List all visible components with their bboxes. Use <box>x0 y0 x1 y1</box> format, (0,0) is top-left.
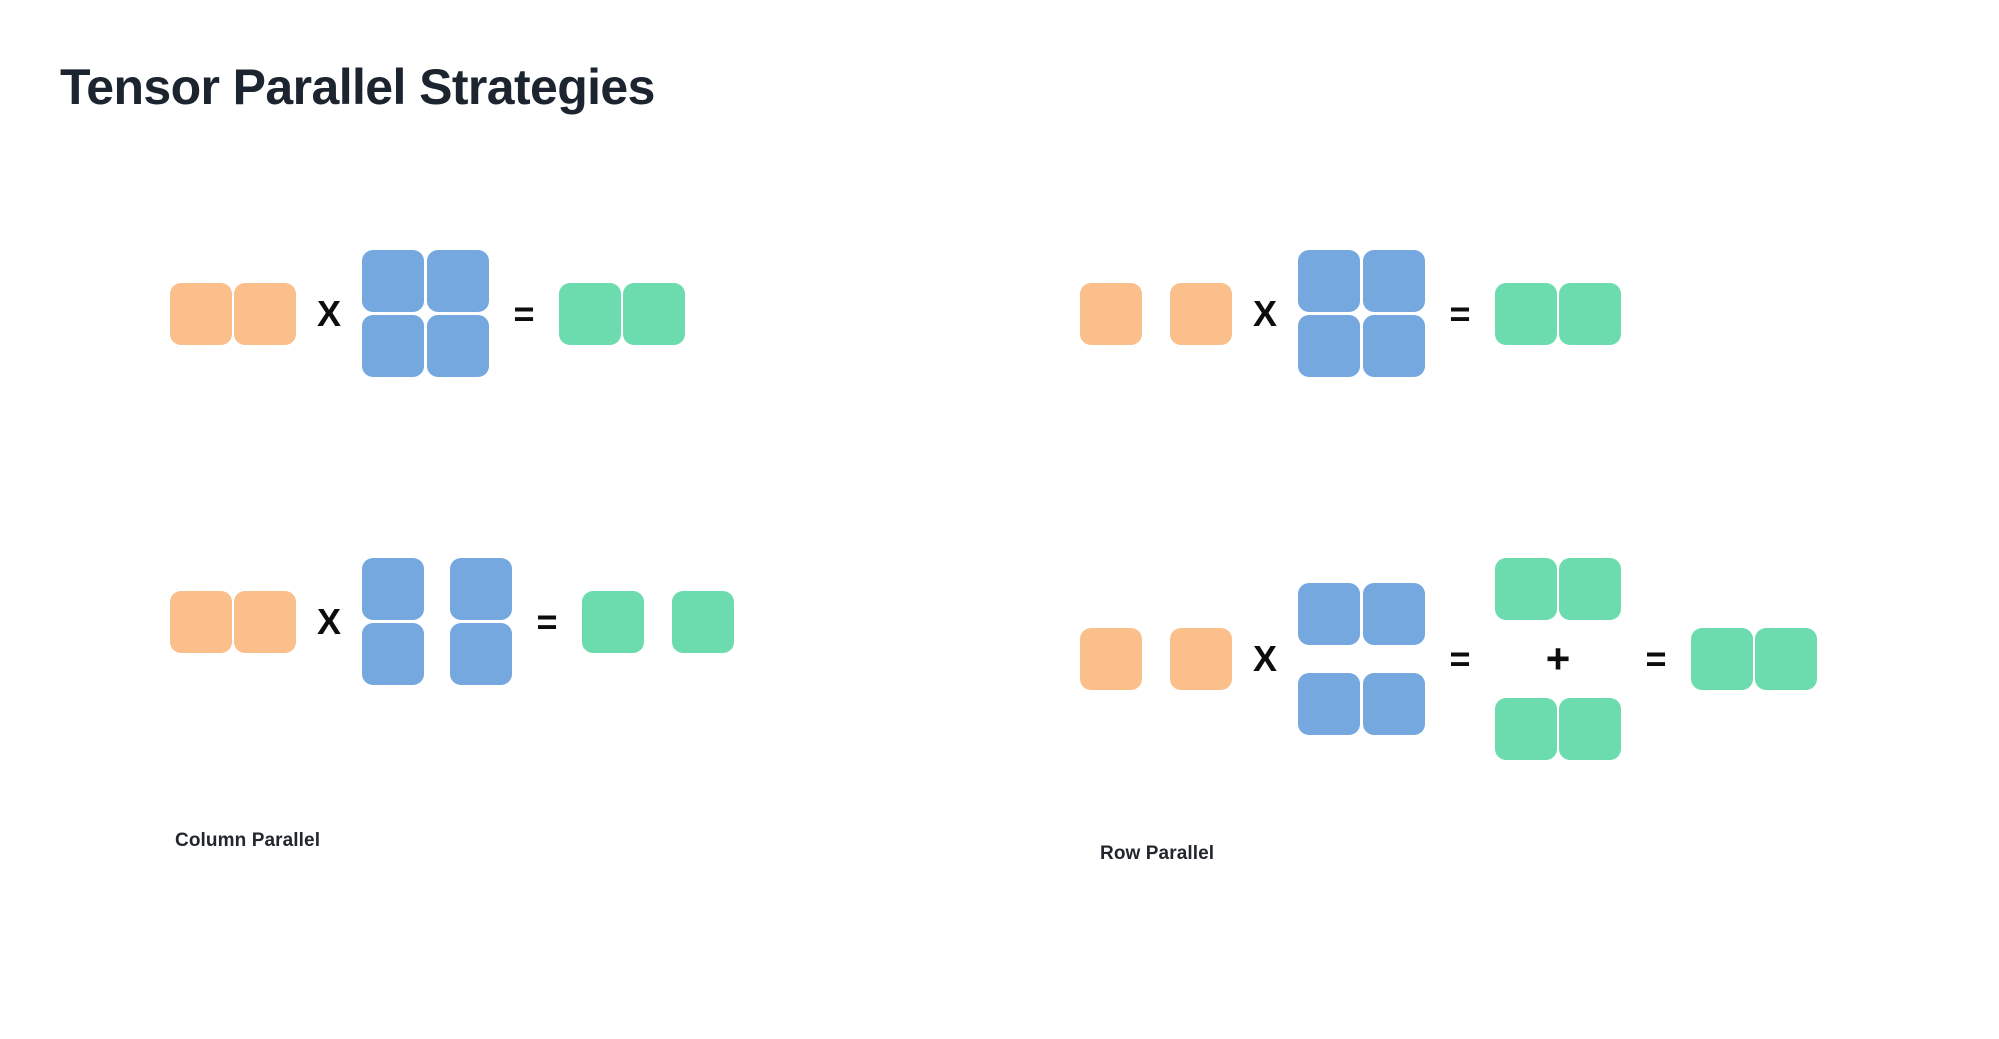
matrix-cell <box>1559 282 1621 345</box>
operator-equals: = <box>1645 638 1667 679</box>
matrix-cell <box>362 315 424 377</box>
matrix-cell <box>1170 628 1232 690</box>
matrix-cell <box>623 282 685 345</box>
operator-multiply: X <box>1252 292 1277 334</box>
operator-multiply: X <box>316 600 341 642</box>
operator-multiply: X <box>316 292 341 334</box>
matrix-cell <box>1495 558 1557 620</box>
matrix-weight-row-sharded <box>1298 583 1425 735</box>
matrix-output-activations <box>1495 282 1621 345</box>
matrix-cell <box>1080 628 1142 690</box>
matrix-cell <box>1559 698 1621 760</box>
matrix-cell <box>450 558 512 620</box>
equation-column-parallel-sharded: X = <box>170 558 734 685</box>
matrix-input-row-sharded <box>1080 282 1232 345</box>
matrix-cell <box>1363 673 1425 735</box>
matrix-weight-column-sharded <box>362 558 512 685</box>
matrix-cell <box>1298 315 1360 377</box>
matrix-cell <box>1559 558 1621 620</box>
panel-label-row-parallel: Row Parallel <box>1100 843 1215 864</box>
equation-row-parallel-sharded: X = + = <box>1080 558 1817 760</box>
operator-plus: + <box>1545 635 1571 682</box>
matrix-cell <box>1691 628 1753 690</box>
partial-sums-group: + <box>1495 558 1621 760</box>
matrix-partial-output-1 <box>1495 698 1621 760</box>
matrix-cell <box>362 250 424 312</box>
matrix-cell <box>1363 315 1425 377</box>
matrix-cell <box>170 590 232 653</box>
matrix-cell <box>1298 673 1360 735</box>
matrix-cell <box>582 590 644 653</box>
matrix-cell <box>170 282 232 345</box>
panel-label-column-parallel: Column Parallel <box>175 830 321 851</box>
matrix-weight <box>362 250 489 377</box>
matrix-cell <box>1495 698 1557 760</box>
matrix-cell <box>362 558 424 620</box>
operator-equals: = <box>536 600 558 642</box>
page-title: Tensor Parallel Strategies <box>60 59 655 115</box>
matrix-input-row-sharded <box>1080 628 1232 690</box>
matrix-cell <box>362 623 424 685</box>
matrix-cell <box>1755 628 1817 690</box>
operator-multiply: X <box>1252 638 1277 679</box>
matrix-input-activations <box>170 590 296 653</box>
operator-equals: = <box>1449 638 1471 679</box>
matrix-output-activations <box>559 282 685 345</box>
matrix-cell <box>1298 250 1360 312</box>
matrix-cell <box>427 250 489 312</box>
matrix-cell <box>559 282 621 345</box>
matrix-partial-output-0 <box>1495 558 1621 620</box>
operator-equals: = <box>513 292 535 334</box>
equation-column-parallel-unsharded: X = <box>170 250 685 377</box>
matrix-input-activations <box>170 282 296 345</box>
matrix-cell <box>427 315 489 377</box>
matrix-cell <box>1170 282 1232 345</box>
matrix-cell <box>1080 282 1142 345</box>
matrix-cell <box>1495 282 1557 345</box>
matrix-cell <box>1298 583 1360 645</box>
matrix-reduced-output <box>1691 628 1817 690</box>
equation-row-parallel-unsharded: X = <box>1080 250 1621 377</box>
operator-equals: = <box>1449 292 1471 334</box>
matrix-cell <box>234 282 296 345</box>
matrix-weight <box>1298 250 1425 377</box>
matrix-cell <box>1363 583 1425 645</box>
matrix-cell <box>450 623 512 685</box>
matrix-output-column-sharded <box>582 590 734 653</box>
matrix-cell <box>234 590 296 653</box>
matrix-cell <box>1363 250 1425 312</box>
matrix-cell <box>672 590 734 653</box>
